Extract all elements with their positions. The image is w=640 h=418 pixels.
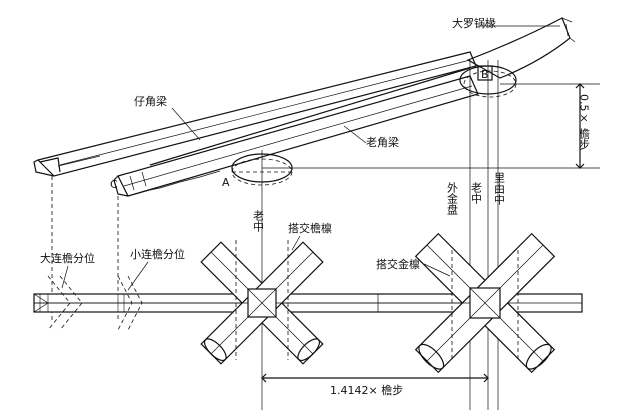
svg-text:老中: 老中 [470,182,483,204]
label-point-b: B [481,68,489,81]
svg-text:外金盘: 外金盘 [446,182,459,215]
cross-purlin-yan [200,240,324,365]
vertical-label-wai-jin-pan: 外金盘 [446,182,459,215]
label-lao-jiao-liang: 老角梁 [366,135,399,149]
label-da-jiao-yan-lin: 搭交檐檩 [288,221,332,235]
svg-text:里由中: 里由中 [493,172,506,205]
lao-jiao-liang-beam [117,75,479,197]
plan-view: 大连檐分位 小连檐分位 搭交檐檩 搭交金檩 1.4142× 檐步 [33,221,583,397]
vertical-label-li-you-zhong: 里由中 [493,172,506,205]
label-da-luo-guo-chuan: 大罗锅椽 [452,16,496,30]
label-xiao-lian-yan-fen-wei: 小连檐分位 [130,247,185,261]
zi-jiao-liang-beam [36,51,477,177]
da-luo-guo-chuan-rafter [466,17,571,79]
svg-text:老中: 老中 [252,210,265,232]
label-point-c: C [110,178,118,191]
elevation-view: 大罗锅椽 仔角梁 老角梁 A B C [33,16,600,410]
label-dimension-bottom: 1.4142× 檐步 [330,383,403,397]
vertical-label-half-step: 0.5× 檐步 [578,94,591,150]
cross-purlin-jin [414,232,556,374]
label-da-lian-yan-fen-wei: 大连檐分位 [40,251,95,265]
vertical-label-lao-zhong-bottom: 老中 [252,210,265,232]
vertical-label-lao-zhong-top: 老中 [470,182,483,204]
svg-text:0.5× 檐步: 0.5× 檐步 [578,94,591,150]
label-point-a: A [222,176,230,189]
label-zi-jiao-liang: 仔角梁 [134,94,167,108]
label-da-jiao-jin-lin: 搭交金檩 [376,257,420,271]
